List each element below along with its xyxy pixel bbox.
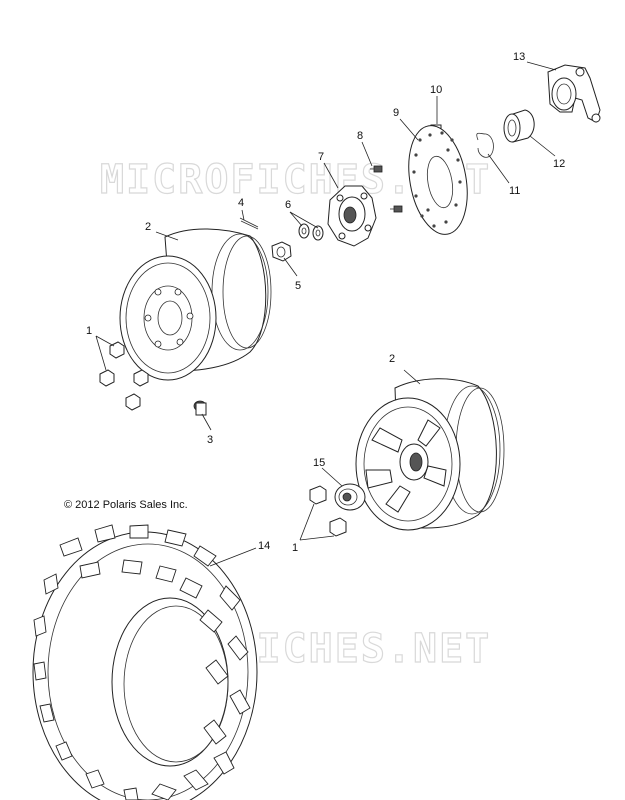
part-snap-ring bbox=[476, 132, 494, 158]
part-tire bbox=[32, 524, 258, 800]
callout-9: 9 bbox=[393, 107, 399, 119]
callout-6: 6 bbox=[285, 199, 291, 211]
part-rim-lower bbox=[355, 378, 505, 531]
callout-14: 14 bbox=[258, 540, 270, 552]
callout-11: 11 bbox=[509, 185, 520, 197]
part-hub-bolts bbox=[370, 165, 403, 213]
part-castle-nut bbox=[271, 241, 292, 262]
part-valve-stem bbox=[193, 400, 207, 416]
callout-8: 8 bbox=[357, 130, 363, 142]
copyright-notice: © 2012 Polaris Sales Inc. bbox=[64, 499, 188, 511]
part-bearing bbox=[503, 109, 535, 143]
callout-1-upper: 1 bbox=[86, 325, 92, 337]
part-hub-cap bbox=[334, 483, 366, 511]
part-lug-nuts-lower bbox=[309, 485, 347, 537]
callout-13: 13 bbox=[513, 51, 525, 63]
callout-3: 3 bbox=[207, 434, 213, 446]
callout-4: 4 bbox=[238, 197, 244, 209]
callout-1-lower: 1 bbox=[292, 542, 298, 554]
callout-10: 10 bbox=[430, 84, 442, 96]
part-rim-upper bbox=[119, 228, 272, 381]
callout-5: 5 bbox=[295, 280, 301, 292]
part-cotter-pin bbox=[239, 217, 259, 230]
callout-12: 12 bbox=[553, 158, 565, 170]
part-knuckle bbox=[547, 64, 601, 123]
callout-7: 7 bbox=[318, 151, 324, 163]
part-brake-disc bbox=[408, 125, 468, 235]
part-hub bbox=[327, 185, 377, 247]
leader-lines bbox=[95, 61, 557, 567]
callout-15: 15 bbox=[313, 457, 325, 469]
part-washers bbox=[298, 223, 324, 241]
callout-2-lower: 2 bbox=[389, 353, 395, 365]
callout-2-upper: 2 bbox=[145, 221, 151, 233]
